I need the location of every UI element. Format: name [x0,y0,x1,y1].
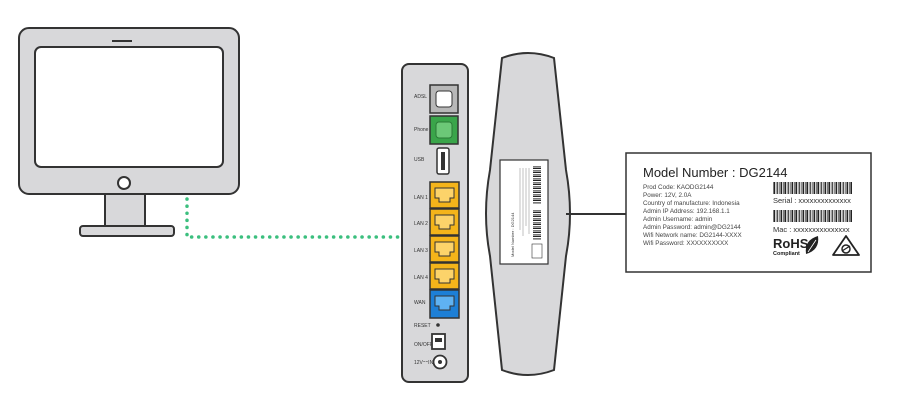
label-line-wifi-name: Wifi Network name: DG2144-XXXX [643,232,742,239]
usb-port [436,147,450,175]
label-line-admin-password: Admin Password: admin@DG2144 [643,224,741,231]
port-label-lan2: LAN 2 [414,221,428,227]
label-line-admin-ip: Admin IP Address: 192.168.1.1 [643,208,730,215]
wan-port [429,289,460,319]
router-back-panel: ADSL Phone USB LAN 1 LAN 2 LAN 3 LAN 4 W… [401,63,469,383]
port-label-reset: RESET [414,323,431,329]
label-line-prod-code: Prod Code: KAODG2144 [643,184,714,191]
port-label-usb: USB [414,157,425,163]
serial-barcode [773,182,852,194]
mini-label: Model Number : DG2144 [499,159,549,265]
port-label-adsl: ADSL [414,94,427,100]
phone-port [429,115,459,145]
mac-address: Mac : xxxxxxxxxxxxxxx [773,225,850,234]
label-line-wifi-password: Wifi Password: XXXXXXXXXX [643,240,729,247]
power-switch [431,333,446,350]
rcm-compliance-icon [832,235,860,256]
port-label-lan1: LAN 1 [414,195,428,201]
rohs-logo: RoHS Compliant [773,236,819,257]
label-line-country: Country of manufacture: Indonesia [643,200,740,207]
lan-port-3 [429,235,460,263]
serial-number: Serial : xxxxxxxxxxxxxx [773,196,851,205]
mini-barcode-mac [533,210,541,240]
mini-compliance-marks [531,243,543,259]
router-bottom-view: Model Number : DG2144 [485,52,571,376]
monitor-screen [34,46,224,168]
computer-monitor [18,27,240,237]
rohs-compliant-text: Compliant [773,251,800,257]
port-label-onoff: ON/OFF [414,342,433,348]
ethernet-cable [185,197,429,239]
port-label-wan: WAN [414,300,426,306]
lan-port-2 [429,208,460,236]
monitor-neck [104,193,146,227]
adsl-port [429,84,459,114]
monitor-base [79,225,175,237]
mac-barcode [773,210,852,222]
port-label-power-in: 12V⁼⁼IN [414,360,434,366]
label-title: Model Number : DG2144 [643,165,788,180]
leaf-icon [805,236,819,254]
port-label-phone: Phone [414,127,429,133]
mini-label-title: Model Number : DG2144 [510,212,515,257]
port-label-lan4: LAN 4 [414,275,428,281]
lan-port-4 [429,262,460,290]
mini-barcode-serial [533,166,541,204]
label-line-admin-username: Admin Username: admin [643,216,713,223]
monitor-power-button [117,176,131,190]
port-label-lan3: LAN 3 [414,248,428,254]
reset-pinhole [436,323,440,327]
device-label: Model Number : DG2144 Prod Code: KAODG21… [625,152,872,273]
dc-power-jack [432,354,448,370]
lan-port-1 [429,181,460,209]
label-line-power: Power: 12V, 2.0A [643,192,692,199]
rohs-text: RoHS [773,236,809,251]
